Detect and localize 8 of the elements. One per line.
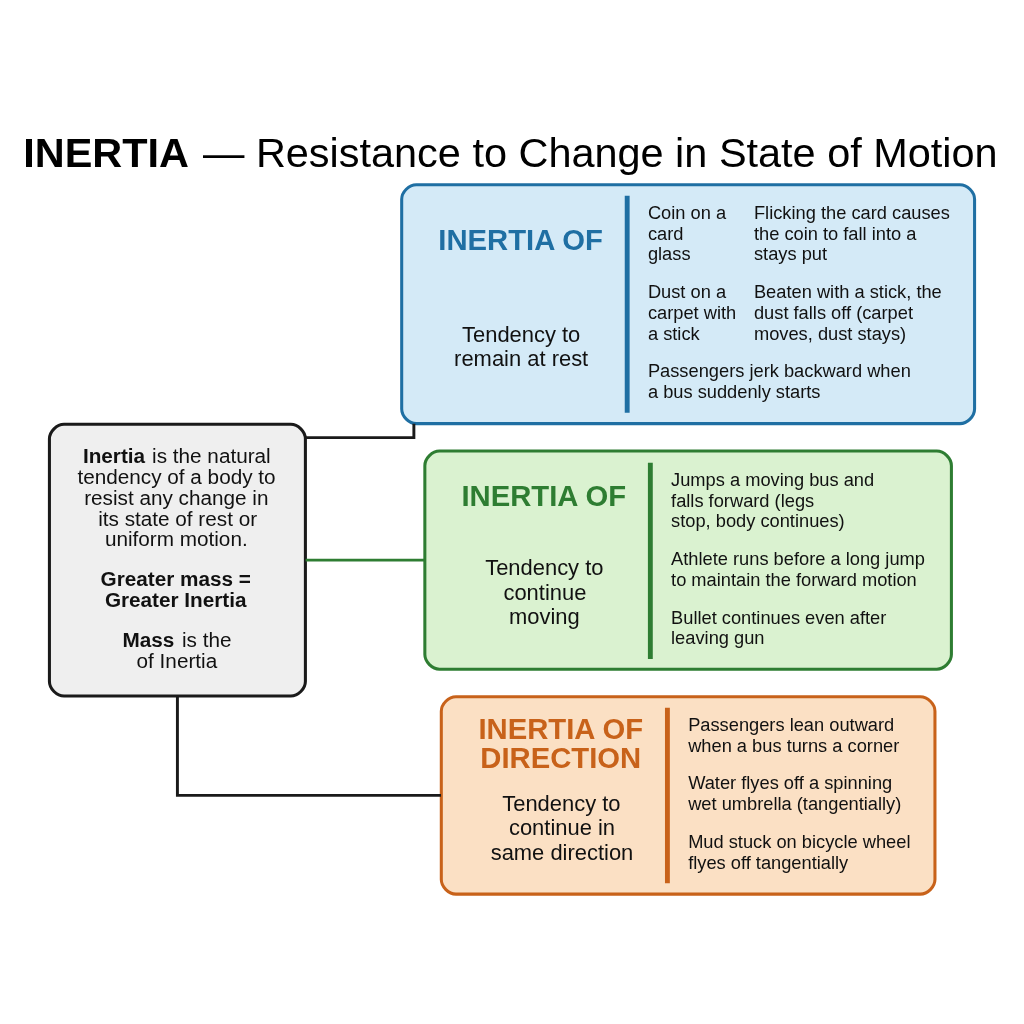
connector <box>175 696 441 797</box>
diagram-title: INERTIA — Resistance to Change in State of Motion <box>23 128 998 176</box>
node-box: INERTIA OF Tendency to continue moving Jumps a moving bus and falls forward (legs stop, body continues) Athlete runs before a long jump to maintain the forward motion Bullet continues even after leaving gun <box>423 449 953 671</box>
node-box: INERTIA OF DIRECTION Tendency to continue in same direction Passengers lean outward when a bus turns a corner Water flyes off a spinning wet umbrella (tangentially) Mud stuck on bicycle wheel flyes off tangentially <box>439 695 937 896</box>
node-box: Inertia is the natural tendency of a body to resist any change in its state of rest or uniform motion. Greater mass = Greater Inertia Mass is the of Inertia <box>47 422 307 698</box>
connector <box>305 558 425 562</box>
connector <box>305 423 416 440</box>
node-box: INERTIA OF Tendency to remain at rest Coin on a card glass Flicking the card causes the coin to fall into a stays put Dust on a carpet with a stick Beaten with a stick, the dust falls off (carpet moves, dust stays) Passengers jerk backward when a bus suddenly starts <box>400 183 977 426</box>
